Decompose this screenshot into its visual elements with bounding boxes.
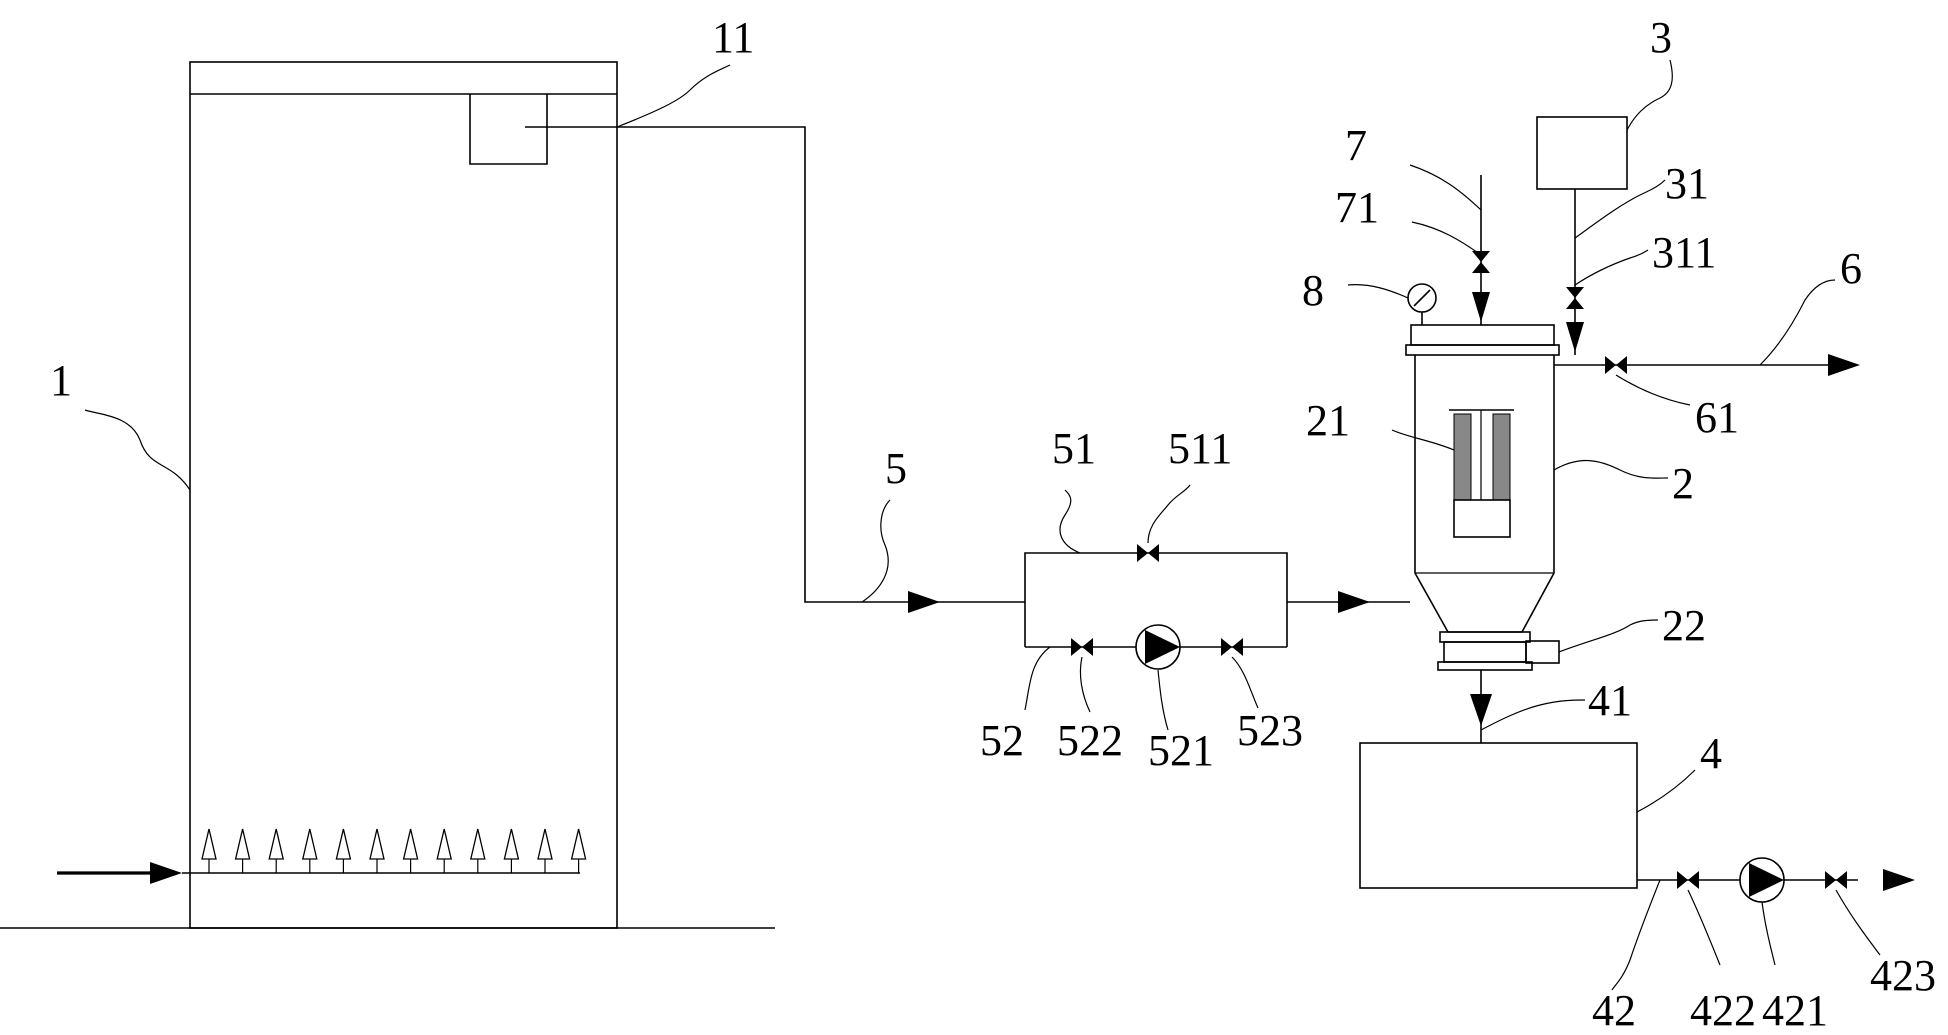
tank-1 [189, 61, 618, 929]
label-21: 21 [1306, 396, 1350, 445]
label-4: 4 [1700, 729, 1722, 778]
aerator-nozzle [301, 828, 318, 873]
aerator-nozzle [537, 828, 553, 873]
label-61: 61 [1695, 393, 1739, 442]
valve-311[interactable] [1566, 287, 1584, 309]
label-422: 422 [1690, 986, 1756, 1035]
tank-4 [1359, 742, 1638, 889]
label-521: 521 [1148, 726, 1214, 775]
label-5: 5 [885, 444, 907, 493]
aerator-row [201, 828, 587, 873]
pipe-31 [1566, 189, 1584, 355]
dosing-tank-3 [1536, 116, 1628, 190]
label-1: 1 [50, 356, 72, 405]
aerator-nozzle [570, 828, 587, 873]
aerator-nozzle [402, 828, 419, 873]
label-522: 522 [1057, 716, 1123, 765]
gauge-8 [1407, 283, 1437, 325]
label-41: 41 [1588, 676, 1632, 725]
aerator-nozzle [469, 828, 486, 873]
pipe-7 [1472, 175, 1490, 325]
label-423: 423 [1870, 951, 1936, 1000]
label-42: 42 [1592, 986, 1636, 1035]
label-523: 523 [1237, 706, 1303, 755]
valve-522[interactable] [1071, 638, 1093, 656]
aerator-nozzle [503, 828, 520, 873]
label-31: 31 [1665, 159, 1709, 208]
label-7: 7 [1345, 121, 1367, 170]
bypass-loop [1024, 552, 1410, 648]
label-2: 2 [1672, 459, 1694, 508]
labels: 1 11 5 51 511 52 522 521 523 21 2 22 41 … [50, 13, 1936, 1035]
label-52: 52 [980, 716, 1024, 765]
aerator-nozzle [369, 828, 385, 873]
label-8: 8 [1302, 266, 1324, 315]
label-421: 421 [1762, 986, 1828, 1035]
aerator-inlet [57, 862, 580, 884]
pipe-5 [525, 126, 1025, 613]
aerator-nozzle [234, 828, 251, 873]
label-71: 71 [1335, 183, 1379, 232]
label-511: 511 [1168, 424, 1232, 473]
label-311: 311 [1652, 228, 1716, 277]
valve-422[interactable] [1677, 871, 1699, 889]
valve-423[interactable] [1825, 871, 1847, 889]
valve-511[interactable] [1137, 544, 1159, 562]
pipe-41 [1470, 670, 1492, 743]
valve-61[interactable] [1605, 356, 1627, 374]
pump-421[interactable] [1739, 857, 1785, 903]
pump-521[interactable] [1135, 624, 1181, 670]
valve-523[interactable] [1221, 638, 1243, 656]
aerator-nozzle [268, 828, 285, 873]
label-51: 51 [1052, 424, 1096, 473]
label-3: 3 [1650, 13, 1672, 62]
filter-21 [1449, 409, 1514, 538]
aerator-nozzle [201, 828, 217, 873]
label-22: 22 [1662, 601, 1706, 650]
leader-lines [84, 59, 1881, 991]
aerator-nozzle [436, 828, 453, 873]
aerator-nozzle [335, 828, 352, 873]
vessel-2 [1405, 324, 1560, 671]
label-11: 11 [712, 13, 754, 62]
pipe-6 [1554, 354, 1860, 376]
label-6: 6 [1840, 244, 1862, 293]
